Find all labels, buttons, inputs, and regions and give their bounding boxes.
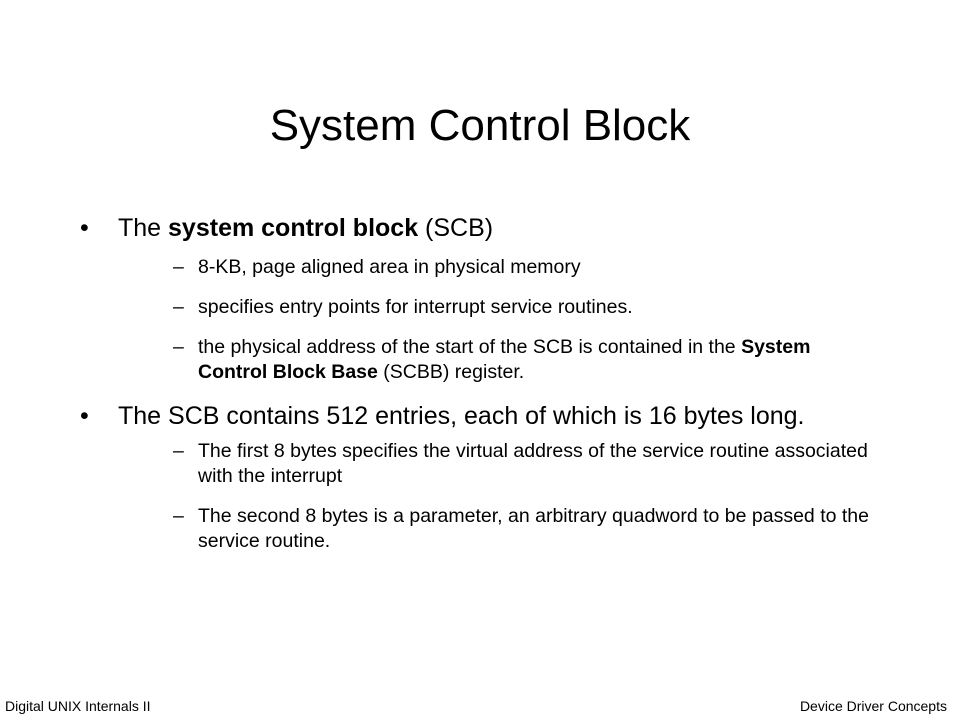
dash-icon: – xyxy=(173,336,184,358)
footer-course-name: Digital UNIX Internals II xyxy=(5,698,151,714)
sub-bullet-text-plain: (SCBB) register. xyxy=(377,361,525,383)
sub-bullet-text: 8-KB, page aligned area in physical memo… xyxy=(198,256,581,278)
sub-bullet-list: – The first 8 bytes specifies the virtua… xyxy=(118,439,880,554)
sub-bullet-size: – 8-KB, page aligned area in physical me… xyxy=(118,255,880,280)
sub-bullet-second-8-bytes: – The second 8 bytes is a parameter, an … xyxy=(118,504,880,554)
bullet-text: The system control block (SCB) xyxy=(118,212,880,245)
sub-bullet-text: the physical address of the start of the… xyxy=(198,336,810,383)
dash-icon: – xyxy=(173,256,184,278)
sub-bullet-text: The second 8 bytes is a parameter, an ar… xyxy=(198,505,869,552)
dash-icon: – xyxy=(173,505,184,527)
sub-bullet-entry-points: – specifies entry points for interrupt s… xyxy=(118,295,880,320)
sub-bullet-scbb-register: – the physical address of the start of t… xyxy=(118,335,880,385)
bullet-text-plain: The xyxy=(118,214,169,242)
sub-bullet-list: – 8-KB, page aligned area in physical me… xyxy=(118,255,880,385)
sub-bullet-text-bold: System Control Block Base xyxy=(198,336,811,383)
bullet-scb-definition: • The system control block (SCB) – 8-KB,… xyxy=(80,212,880,385)
sub-bullet-text: The first 8 bytes specifies the virtual … xyxy=(198,440,868,487)
bullet-text-bold: system control block xyxy=(168,214,419,242)
footer-section-name: Device Driver Concepts xyxy=(799,698,947,714)
bullet-text: The SCB contains 512 entries, each of wh… xyxy=(118,402,805,430)
dash-icon: – xyxy=(173,296,184,318)
sub-bullet-first-8-bytes: – The first 8 bytes specifies the virtua… xyxy=(118,439,880,489)
bullet-icon: • xyxy=(80,402,89,430)
bullet-text-plain: (SCB) xyxy=(418,214,494,242)
sub-bullet-text-plain: the physical address of the start of the… xyxy=(198,336,742,358)
slide-title: System Control Block xyxy=(269,101,691,150)
slide-body: • The system control block (SCB) – 8-KB,… xyxy=(80,212,880,569)
bullet-icon: • xyxy=(80,214,89,242)
dash-icon: – xyxy=(173,440,184,462)
sub-bullet-text: specifies entry points for interrupt ser… xyxy=(198,296,633,318)
bullet-scb-entries: • The SCB contains 512 entries, each of … xyxy=(80,400,880,554)
